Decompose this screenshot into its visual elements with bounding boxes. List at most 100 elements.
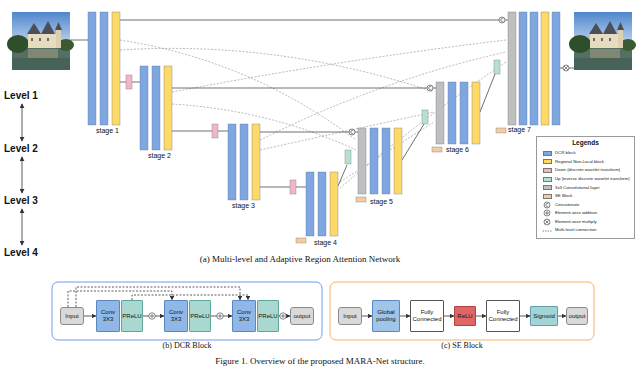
legend-swatch <box>543 185 552 190</box>
legend-row: 3x3 Convolutional layer <box>541 183 630 192</box>
node-text: ReLU <box>457 313 472 320</box>
concatenate-symbol <box>349 17 505 135</box>
prelu-layer: PReLU <box>189 300 211 332</box>
multiply-symbol <box>544 219 550 225</box>
legend-sample <box>541 175 553 183</box>
stage-blocks <box>370 128 378 194</box>
legend-text: Down (discrete wavelet transform) <box>555 168 620 172</box>
stage-blocks <box>240 124 248 200</box>
stage-blocks <box>88 12 96 125</box>
data-flow-line <box>480 74 495 112</box>
level-arrow <box>22 157 23 193</box>
stage-blocks <box>88 12 560 243</box>
conv-layer: Conv 3X3 <box>164 300 188 332</box>
stage-blocks <box>112 12 120 125</box>
legend-text: Element-wise addition <box>555 211 597 215</box>
level-arrow <box>22 104 23 245</box>
node-text: Sigmoid <box>533 313 555 320</box>
legend-sample <box>541 184 553 192</box>
legend-sample <box>541 192 553 200</box>
legend-text: Concatenate <box>555 203 579 207</box>
legend-row: SE Block <box>541 192 630 201</box>
stage-blocks <box>164 66 172 150</box>
stage-label: stage 7 <box>508 126 531 134</box>
legend-row: Concatenate <box>541 201 630 210</box>
node-text: Conv 3X3 <box>234 309 254 323</box>
stage-blocks <box>252 124 260 200</box>
multiply-symbol <box>545 220 549 224</box>
level-label: Level 1 <box>4 90 38 101</box>
stage-blocks <box>358 128 366 194</box>
addition-symbol <box>218 314 222 318</box>
addition-symbol <box>545 211 549 215</box>
concatenate-symbol <box>544 202 550 208</box>
legend-row: Element-wise multiply <box>541 218 630 227</box>
legend-text: Regional Non-Local block <box>555 160 604 164</box>
input-image <box>7 12 74 70</box>
multiply-symbol <box>564 66 568 70</box>
legend-swatch <box>543 177 552 182</box>
addition-symbol <box>542 209 552 217</box>
panel-outline <box>52 282 322 340</box>
concatenate-symbol <box>351 130 354 133</box>
prelu-layer: PReLU <box>121 300 143 332</box>
addition-symbol <box>149 313 155 319</box>
data-flow-line <box>338 165 347 186</box>
stage-blocks <box>552 12 560 125</box>
addition-symbol <box>217 313 223 319</box>
node-text: Conv 3X3 <box>98 309 118 323</box>
multi-level-connection <box>260 112 434 150</box>
prelu-layer: PReLU <box>257 300 279 332</box>
level-label: Level 4 <box>4 247 38 258</box>
stage-blocks <box>290 180 296 194</box>
data-flow-line <box>569 68 574 69</box>
stage-blocks <box>494 60 500 74</box>
stage-label: stage 6 <box>446 146 469 154</box>
level-label: Level 2 <box>4 143 38 154</box>
legend-row: Element-wise addition <box>541 209 630 218</box>
legend-sample <box>541 218 553 226</box>
node-text: PReLU <box>122 313 141 320</box>
node-text: Fully Connected <box>412 309 442 323</box>
dashed-line-symbol <box>542 227 552 235</box>
data-flow-line <box>260 132 349 133</box>
legend-sample <box>541 209 553 217</box>
connector <box>520 316 530 317</box>
legend-row: Regional Non-Local block <box>541 158 630 167</box>
node-text: PReLU <box>258 313 277 320</box>
concatenate-symbol <box>429 86 432 89</box>
stage-blocks <box>496 128 506 133</box>
data-flow-line <box>172 131 212 132</box>
stage-blocks <box>345 150 351 164</box>
stage-blocks <box>100 12 108 125</box>
stage-blocks <box>436 82 444 144</box>
addition-symbol <box>544 210 550 216</box>
stage-blocks <box>460 82 468 144</box>
legend-title: Legends <box>572 139 599 146</box>
dashed-line-symbol <box>543 230 552 231</box>
node-text: Conv 3X3 <box>166 309 186 323</box>
legend-sample <box>541 166 553 174</box>
data-flow-line <box>70 20 574 187</box>
level-label: Level 3 <box>4 195 38 206</box>
legend-swatch <box>543 194 552 199</box>
panel-outline <box>330 282 594 340</box>
stage-label: stage 5 <box>370 198 393 206</box>
node-text: Input <box>65 313 78 320</box>
fully-connected: Fully Connected <box>410 300 444 332</box>
concatenate-symbol <box>499 17 505 23</box>
legend-box: DCR blockRegional Non-Local blockDown (d… <box>536 136 635 239</box>
data-flow-line <box>70 40 88 41</box>
stage-blocks <box>152 66 160 150</box>
legend-sample <box>541 158 553 166</box>
node-text: output <box>569 313 586 320</box>
node-text: output <box>294 313 311 320</box>
sigmoid-layer: Sigmoid <box>530 306 558 326</box>
addition-symbol <box>150 314 154 318</box>
stage-blocks <box>126 75 132 89</box>
legend-text: Element-wise multiply <box>555 220 597 224</box>
concatenate-symbol <box>427 85 433 91</box>
stage-blocks <box>140 66 148 150</box>
node-text: Fully Connected <box>488 309 518 323</box>
